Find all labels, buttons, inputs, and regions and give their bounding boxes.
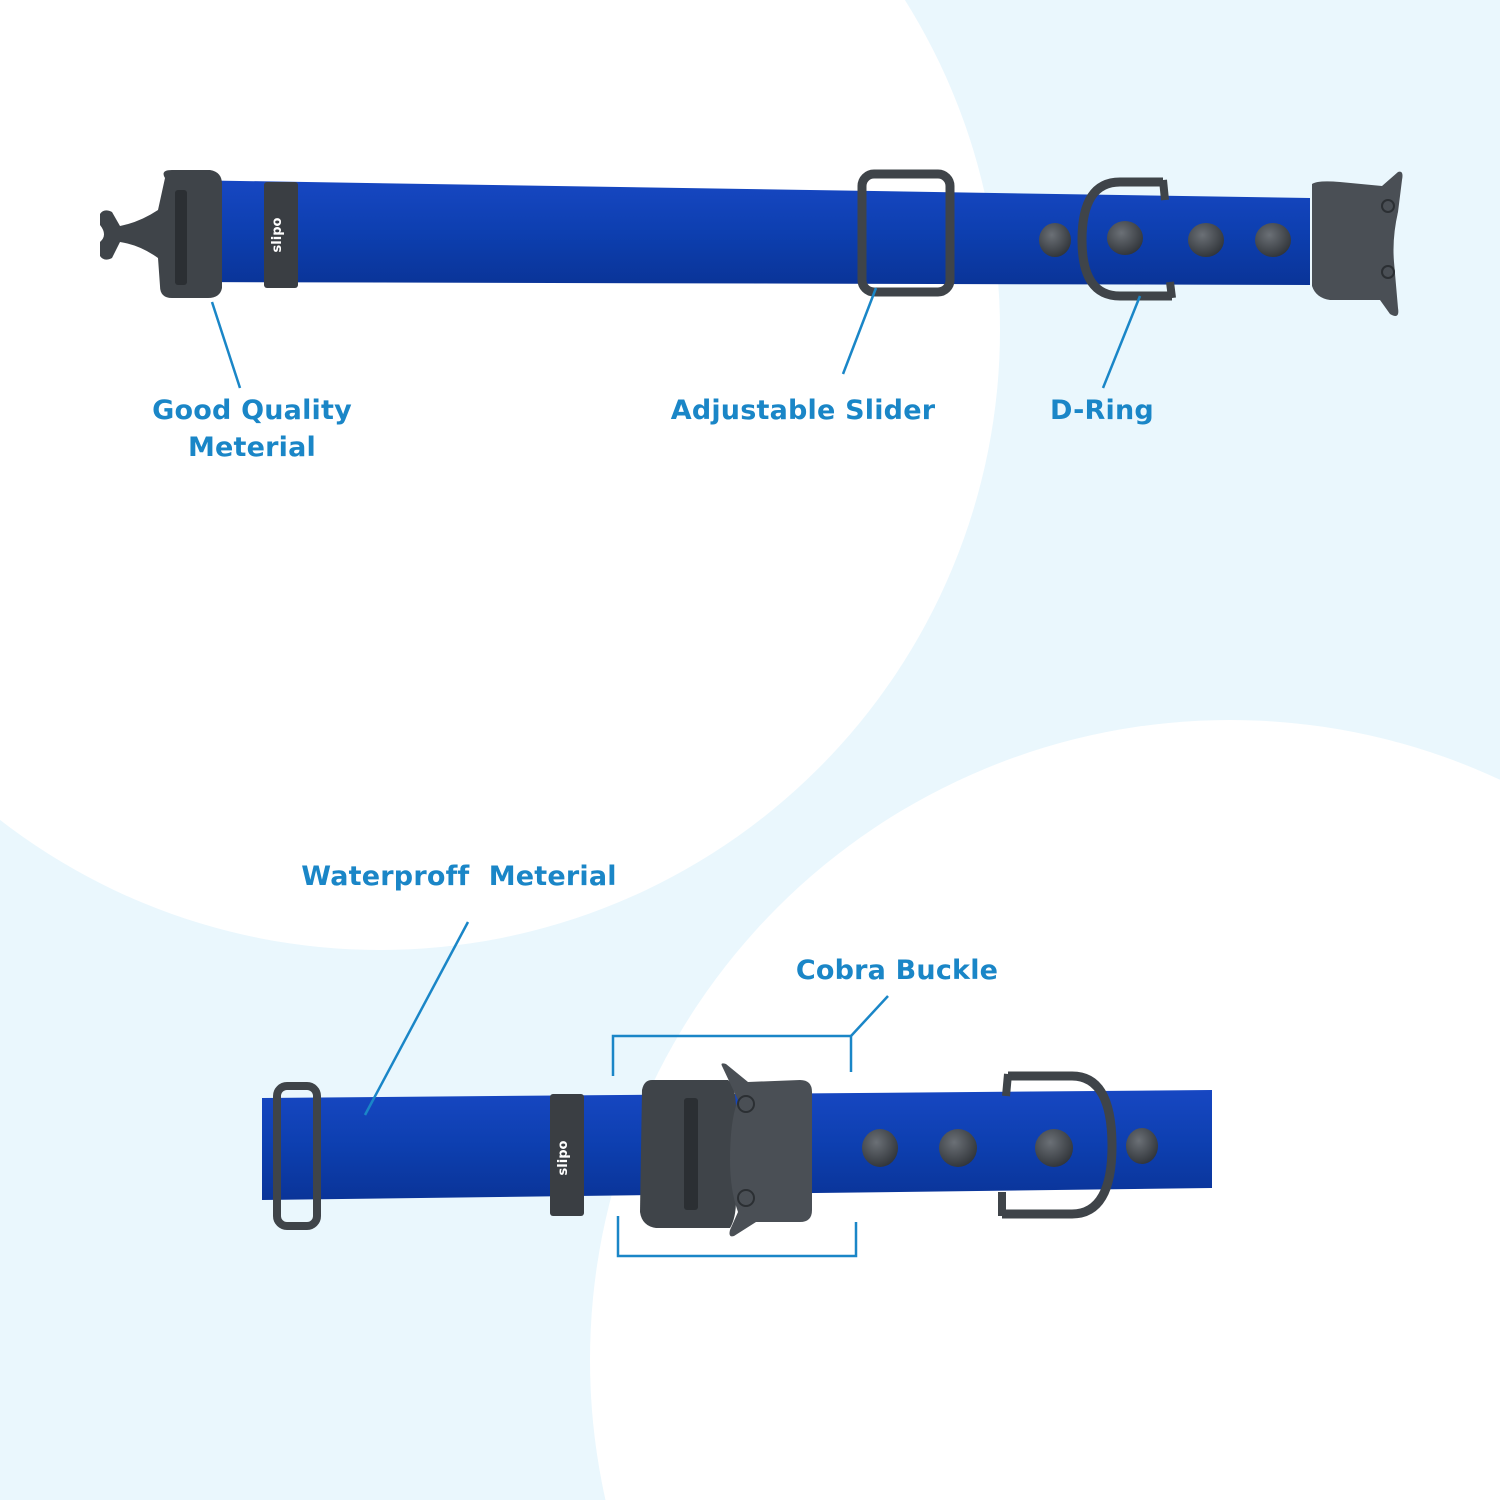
top-keeper: slipo (264, 182, 298, 288)
top-keeper-brand: slipo (270, 217, 285, 252)
label-adjustable-slider: Adjustable Slider (670, 395, 936, 426)
leader-line-slider (841, 287, 878, 375)
top-adjustable-slider (857, 169, 955, 297)
top-strap (180, 180, 1310, 285)
label-good-quality-material: Good Quality Meterial (140, 392, 364, 466)
bottom-rivets (862, 1128, 1158, 1167)
label-waterproof-material: Waterproff Meterial (301, 861, 617, 892)
top-male-buckle (100, 170, 222, 298)
label-line-1: Good Quality (152, 395, 352, 426)
top-leader-lines (210, 287, 1142, 389)
top-rivets (1039, 221, 1291, 257)
bottom-keeper: slipo (550, 1094, 584, 1216)
leader-line-waterproof (363, 921, 470, 1116)
cobra-buckle (640, 1063, 812, 1237)
label-cobra-buckle: Cobra Buckle (795, 955, 999, 986)
top-d-ring (1077, 177, 1176, 301)
bottom-keeper-brand: slipo (556, 1140, 571, 1175)
bottom-slider (273, 1082, 321, 1230)
top-female-buckle (1312, 171, 1403, 316)
label-line-2: Meterial (187, 432, 317, 463)
buckle-bracket (611, 995, 889, 1258)
leader-line-material (210, 301, 242, 389)
label-d-ring: D-Ring (1050, 395, 1154, 426)
bottom-d-ring (998, 1071, 1117, 1219)
leader-line-d-ring (1101, 295, 1142, 389)
